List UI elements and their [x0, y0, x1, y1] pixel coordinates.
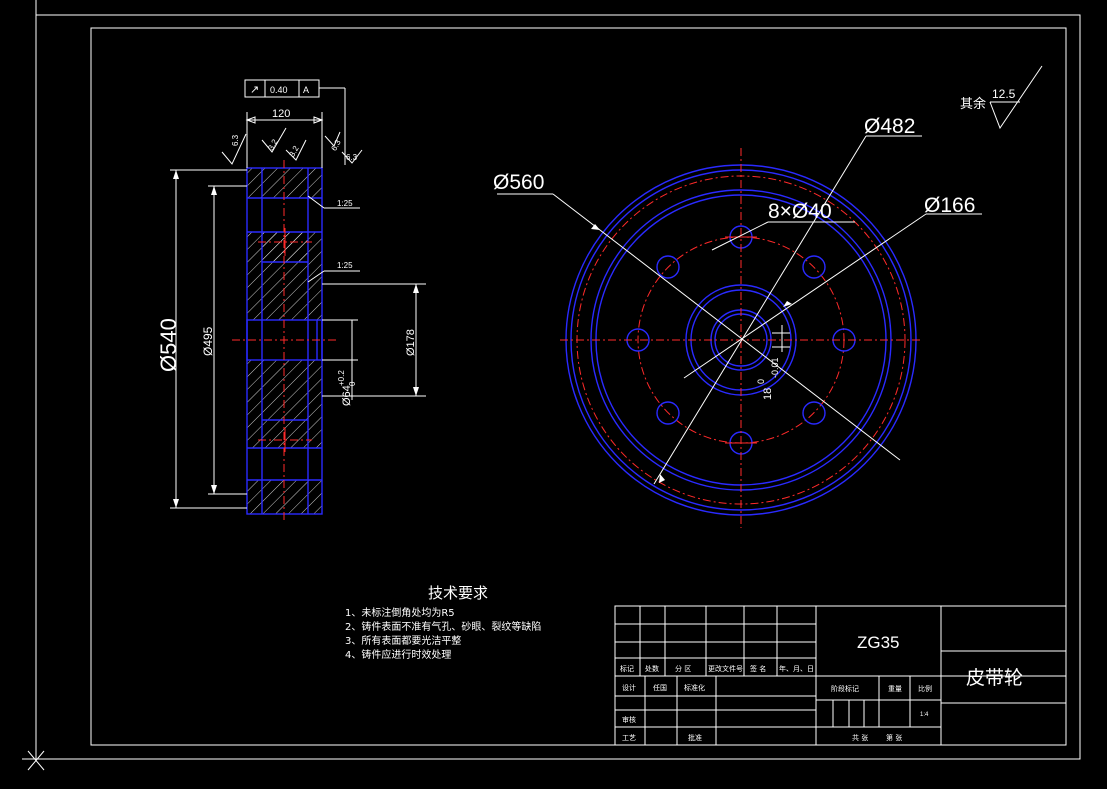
- dim-groove: Ø482: [864, 115, 915, 138]
- svg-text:共 张: 共 张: [852, 733, 868, 742]
- sheet-border: [22, 0, 1081, 771]
- svg-text:6.3: 6.3: [231, 134, 240, 146]
- dim-hub-label: Ø178: [405, 329, 417, 356]
- dim-holes: 8×Ø40: [768, 200, 832, 223]
- dim-width: 120: [245, 108, 324, 168]
- tolerance-value: 0.40: [270, 85, 288, 95]
- tech-req-item: 1、未标注倒角处均为R5: [345, 606, 455, 619]
- taper-notes: 1:25 1:25: [307, 195, 360, 283]
- svg-text:+0.2: +0.2: [337, 370, 346, 386]
- svg-text:审核: 审核: [622, 715, 636, 724]
- tolerance-frame: ↗ 0.40 A: [244, 79, 346, 165]
- svg-text:6.3: 6.3: [329, 138, 343, 153]
- dim-hub: Ø178: [322, 283, 426, 397]
- dim-bore: Ø64 +0.2 0: [322, 319, 358, 406]
- taper-label-2: 1:25: [337, 261, 353, 270]
- svg-text:6.3: 6.3: [346, 153, 358, 162]
- svg-text:任国: 任国: [653, 683, 667, 692]
- svg-text:处数: 处数: [645, 664, 659, 673]
- svg-text:工艺: 工艺: [622, 734, 636, 742]
- svg-text:标记: 标记: [620, 664, 634, 673]
- dim-outer-label: Ø540: [156, 318, 181, 372]
- title-block: ZG35 皮带轮 标记 处数 分 区 更改文件号 签 名 年、月、日 设计 任国…: [614, 605, 1067, 746]
- dim-bore-label: Ø64: [341, 385, 353, 406]
- svg-text:阶段标记: 阶段标记: [831, 684, 859, 693]
- keyway: 18 0 -0.01: [756, 325, 790, 400]
- roughness-marks: 6.3 3.2 3.2 6.3 6.3: [221, 127, 363, 165]
- general-roughness-label: 其余: [960, 96, 986, 112]
- dim-rim-label: Ø495: [201, 326, 215, 356]
- dim-width-label: 120: [272, 108, 290, 120]
- technical-requirements: 技术要求 1、未标注倒角处均为R5 2、铸件表面不准有气孔、砂眼、裂纹等缺陷 3…: [345, 584, 541, 661]
- svg-text:更改文件号: 更改文件号: [708, 664, 743, 673]
- front-dimensions: Ø560 Ø482 8×Ø40 Ø166: [493, 115, 982, 485]
- svg-text:第 张: 第 张: [886, 733, 902, 742]
- dim-outer-front: Ø560: [493, 171, 544, 194]
- svg-text:0: 0: [756, 379, 766, 384]
- tech-req-title: 技术要求: [428, 584, 488, 602]
- svg-text:18: 18: [762, 388, 774, 400]
- runout-symbol-icon: ↗: [250, 84, 259, 96]
- tech-req-item: 3、所有表面都要光洁平整: [345, 634, 461, 647]
- taper-label-1: 1:25: [337, 199, 353, 208]
- front-view: 18 0 -0.01 Ø560 Ø482 8×Ø40 Ø166: [493, 115, 982, 528]
- svg-text:-0.01: -0.01: [770, 357, 780, 378]
- svg-text:签 名: 签 名: [750, 664, 766, 673]
- tech-req-item: 4、铸件应进行时效处理: [345, 648, 451, 661]
- svg-text:年、月、日: 年、月、日: [779, 664, 814, 673]
- svg-text:批准: 批准: [688, 733, 702, 742]
- svg-text:比例: 比例: [918, 684, 932, 693]
- front-centerlines: [560, 148, 922, 528]
- dim-rim: Ø495: [201, 185, 247, 495]
- svg-text:1:4: 1:4: [920, 712, 929, 718]
- svg-text:设计: 设计: [622, 683, 636, 692]
- svg-text:0: 0: [348, 381, 357, 386]
- dim-bolt-circle: Ø166: [924, 194, 975, 217]
- svg-text:标准化: 标准化: [684, 683, 705, 692]
- section-view: ↗ 0.40 A 120 6.3 3.2 3.2 6.3 6.3: [156, 79, 426, 520]
- dim-outer: Ø540: [156, 169, 247, 509]
- svg-text:重量: 重量: [888, 685, 902, 693]
- part-name: 皮带轮: [966, 667, 1023, 689]
- svg-text:3.2: 3.2: [266, 137, 280, 152]
- material-label: ZG35: [857, 633, 900, 652]
- tech-req-item: 2、铸件表面不准有气孔、砂眼、裂纹等缺陷: [345, 620, 541, 633]
- general-roughness: 其余 12.5: [960, 65, 1043, 130]
- general-roughness-value: 12.5: [992, 87, 1016, 101]
- svg-text:3.2: 3.2: [287, 144, 301, 159]
- svg-text:分 区: 分 区: [675, 664, 691, 673]
- section-centerlines: [232, 160, 338, 520]
- tolerance-datum: A: [303, 85, 309, 95]
